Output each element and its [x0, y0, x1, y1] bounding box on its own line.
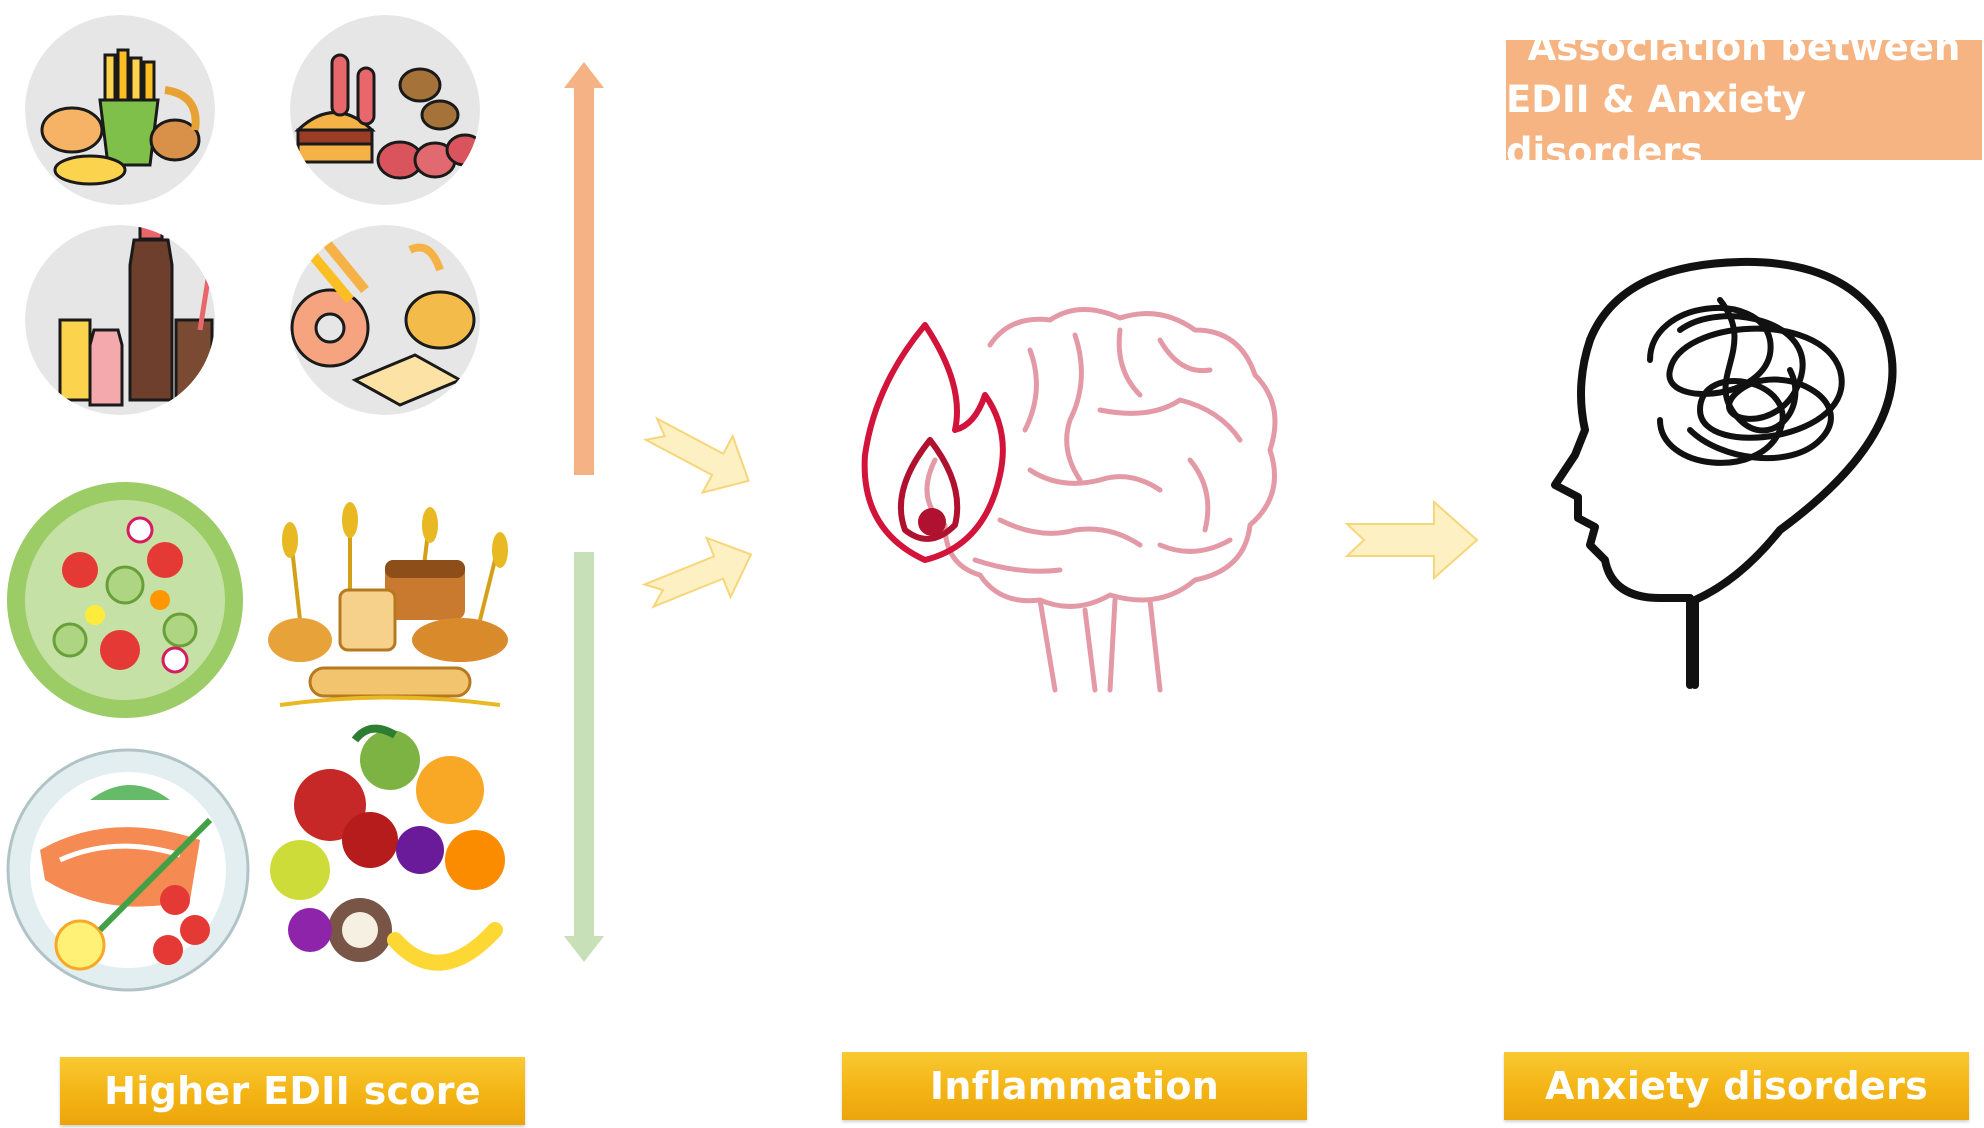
title-line-1: Association between [1527, 26, 1961, 69]
title-box: Association between EDII & Anxiety disor… [1506, 26, 1982, 173]
flow-arrow-upper [642, 416, 750, 495]
flow-arrow-right [1344, 499, 1479, 581]
tangled-thoughts-head-icon [1551, 257, 1897, 689]
diet-label: Higher EDII score [60, 1057, 525, 1125]
fish-plate-icon [6, 748, 250, 992]
sugary-drinks-icon [25, 225, 215, 415]
fruits-icon [270, 724, 505, 971]
increase-arrow [564, 62, 604, 475]
whole-grains-icon [268, 502, 508, 707]
vegetable-salad-icon [7, 482, 243, 718]
decrease-arrow [564, 552, 604, 962]
refined-carbs-sweets-icon [290, 225, 480, 415]
fried-food-icon [25, 15, 215, 205]
anxiety-label: Anxiety disorders [1504, 1052, 1969, 1120]
inflammation-label: Inflammation [842, 1052, 1307, 1120]
processed-meat-icon [290, 15, 480, 205]
title-line-2: EDII & Anxiety disorders [1506, 78, 1806, 173]
flow-arrow-lower [641, 536, 753, 609]
brain-fire-icon [861, 307, 1278, 693]
